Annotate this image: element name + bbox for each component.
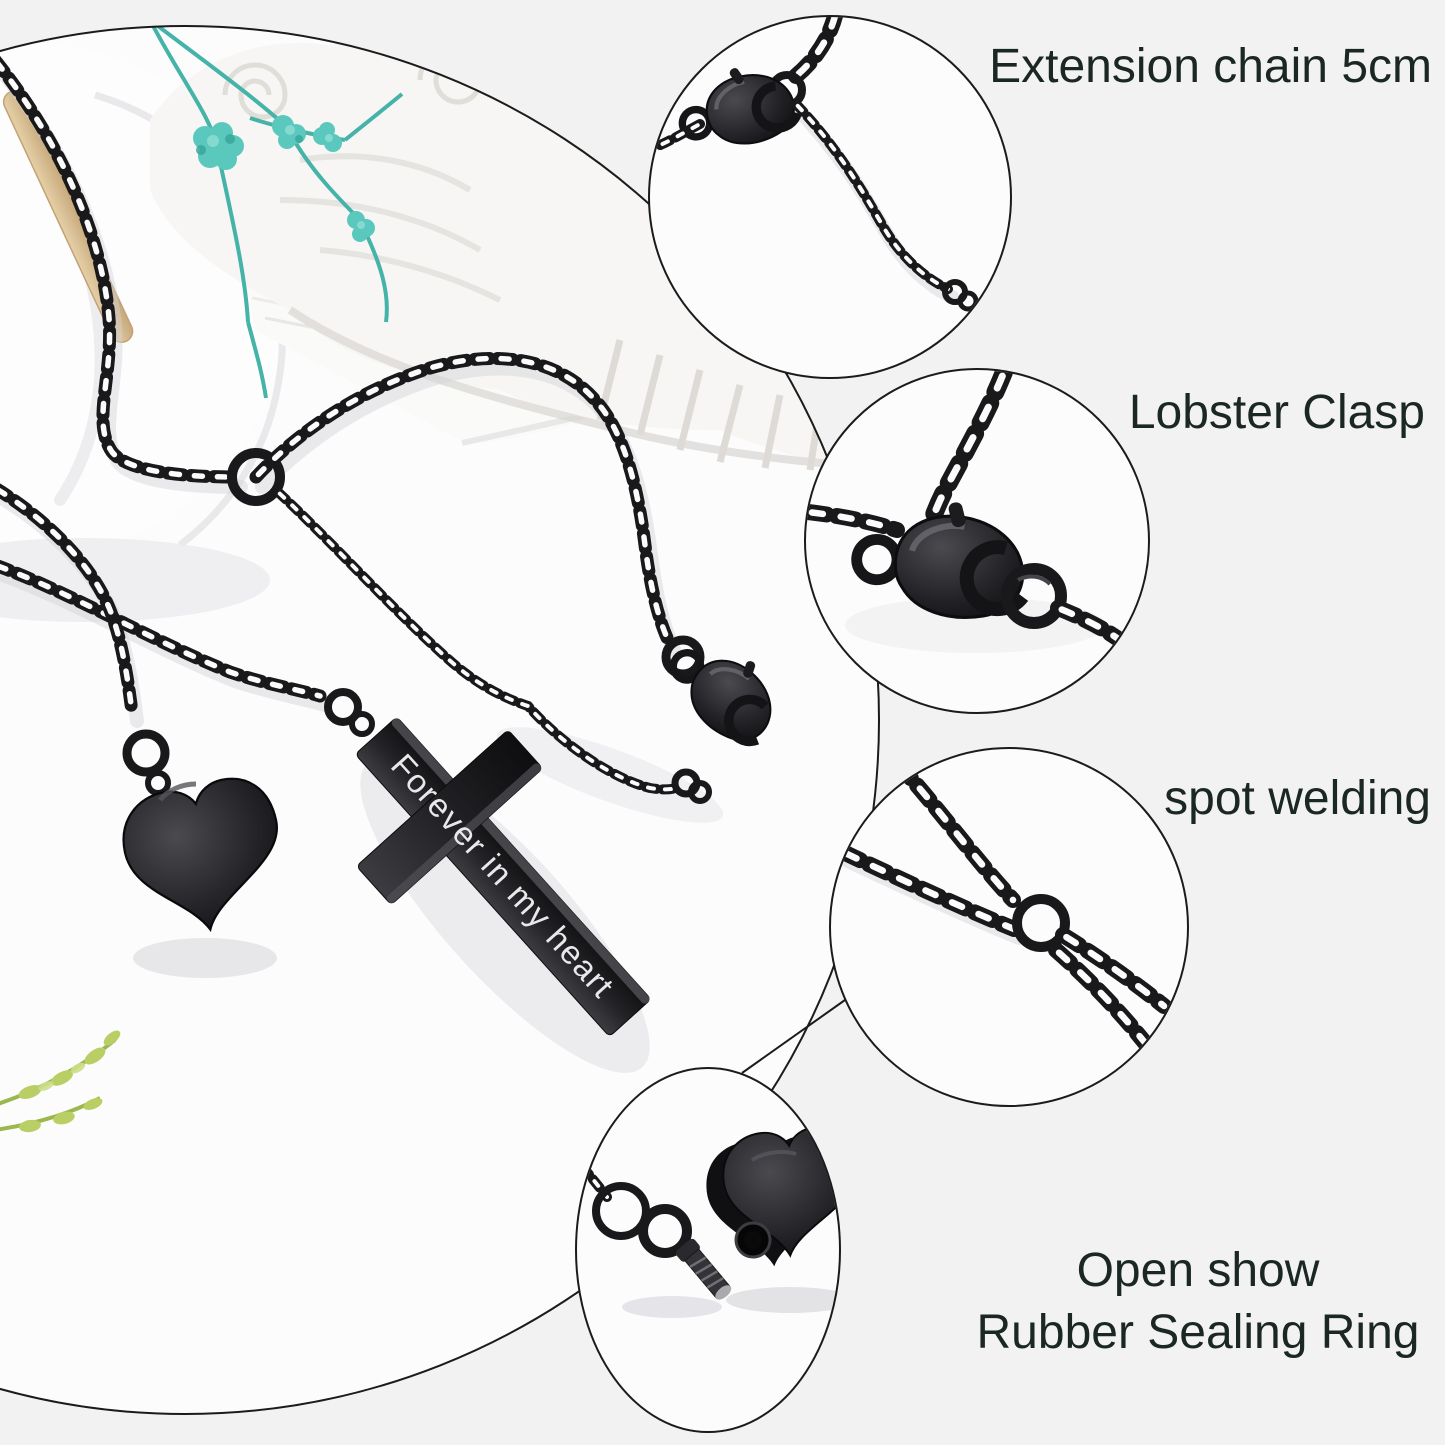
- callout-open-show: [575, 1067, 841, 1433]
- label-lobster-clasp: Lobster Clasp: [1128, 386, 1425, 439]
- open-heart-pendant: [702, 1122, 839, 1273]
- main-photo-circle-outline: [0, 25, 880, 1415]
- green-sprig: [0, 1030, 121, 1133]
- screw-eyelet: [638, 1204, 732, 1300]
- callout-spot-welding: [829, 747, 1189, 1107]
- jump-ring: [592, 1182, 650, 1240]
- callout-lobster-clasp: [804, 368, 1150, 714]
- label-spot-welding: spot welding: [1164, 772, 1431, 825]
- heart-pendant: [113, 729, 297, 945]
- label-extension-chain: Extension chain 5cm: [989, 40, 1432, 93]
- spring-ring: [227, 448, 285, 506]
- label-open-show: Open show Rubber Sealing Ring: [975, 1240, 1421, 1365]
- callout-extension-chain: [648, 15, 1012, 379]
- label-open-show-line1: Open show: [1076, 1244, 1320, 1297]
- welded-ring: [1012, 894, 1070, 952]
- callout-connector-line: [741, 999, 846, 1074]
- label-open-show-line2: Rubber Sealing Ring: [976, 1306, 1420, 1360]
- necklace-chains: [0, 60, 712, 804]
